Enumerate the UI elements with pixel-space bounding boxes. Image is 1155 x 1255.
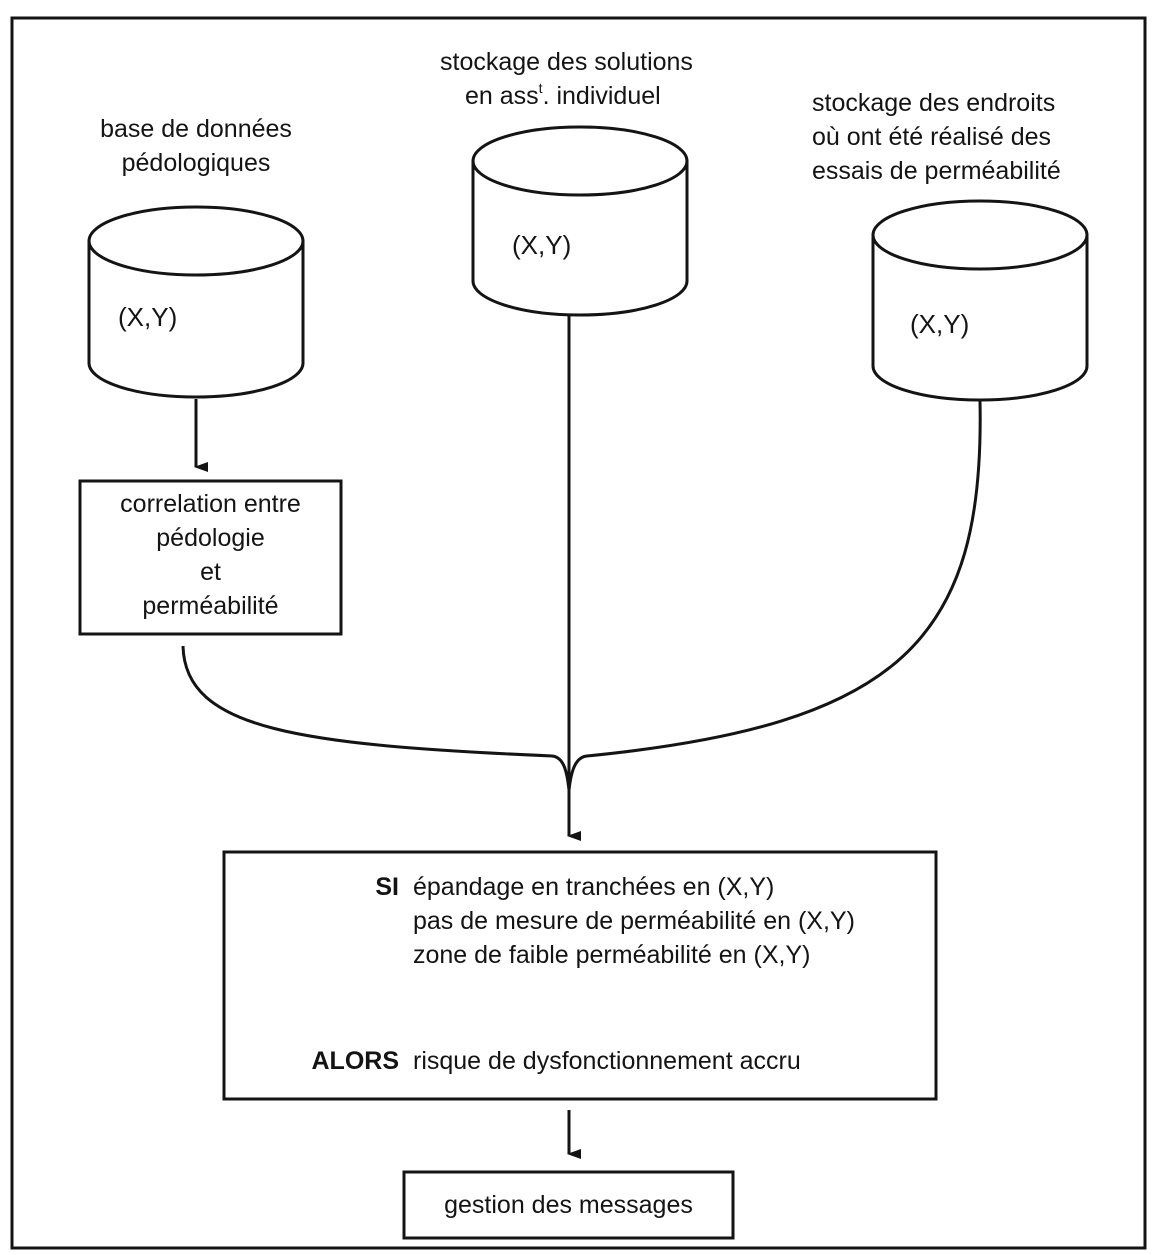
output-box-label: gestion des messages xyxy=(444,1191,693,1219)
correlation-line4: perméabilité xyxy=(142,592,279,620)
connector-correlation-to-merge xyxy=(181,645,571,791)
connector-permeabilite-to-merge xyxy=(567,400,982,791)
output-box xyxy=(402,1170,735,1240)
database-solutions-label-line2-post: . individuel xyxy=(542,82,661,110)
correlation-line3: et xyxy=(200,558,221,586)
correlation-box-text: correlation entre pédologie et perméabil… xyxy=(80,487,341,623)
database-solutions-label-line2: en asst. individuel xyxy=(440,79,693,113)
rule-box xyxy=(222,850,938,1101)
database-permeabilite-label: stockage des endroits où ont été réalisé… xyxy=(812,86,1061,188)
rule-then-keyword: ALORS xyxy=(311,1047,400,1075)
outer-frame xyxy=(10,16,1147,1250)
database-solutions-label-line1: stockage des solutions xyxy=(440,48,693,76)
database-permeabilite-label-line1: stockage des endroits xyxy=(812,89,1056,117)
database-pedologie-coord: (X,Y) xyxy=(118,302,178,332)
database-pedologie-label-line2: pédologiques xyxy=(121,149,271,177)
rule-result: risque de dysfonctionnement accru xyxy=(413,1047,801,1075)
database-permeabilite-coord: (X,Y) xyxy=(910,309,970,339)
database-permeabilite-label-line3: essais de perméabilité xyxy=(812,157,1061,185)
database-pedologie-label: base de données pédologiques xyxy=(66,112,326,180)
correlation-line1: correlation entre xyxy=(120,490,301,518)
correlation-box xyxy=(78,479,343,636)
database-solutions-label: stockage des solutions en asst. individu… xyxy=(440,45,693,113)
rule-conditions: épandage en tranchées en (X,Y) pas de me… xyxy=(413,870,855,972)
rule-if-keyword: SI xyxy=(375,873,399,901)
database-permeabilite-cylinder xyxy=(871,199,1089,402)
rule-condition-1: épandage en tranchées en (X,Y) xyxy=(413,873,775,901)
correlation-line2: pédologie xyxy=(156,524,265,552)
rule-condition-3: zone de faible perméabilité en (X,Y) xyxy=(413,941,811,969)
database-pedologie-label-line1: base de données xyxy=(100,115,292,143)
database-solutions-label-line2-pre: en ass xyxy=(465,82,539,110)
database-pedologie-cylinder xyxy=(87,205,305,399)
database-solutions-cylinder xyxy=(471,125,689,317)
rule-condition-2: pas de mesure de perméabilité en (X,Y) xyxy=(413,907,855,935)
database-solutions-label-superscript: t xyxy=(538,80,543,96)
database-permeabilite-label-line2: où ont été réalisé des xyxy=(812,123,1052,151)
database-solutions-coord: (X,Y) xyxy=(512,230,572,260)
